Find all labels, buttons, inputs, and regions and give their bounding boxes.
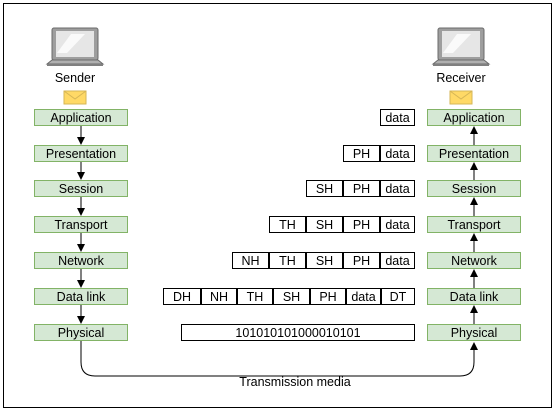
header-cell-sh: SH (306, 252, 343, 269)
header-cell-sh: SH (273, 288, 310, 305)
header-cell-data: data (380, 145, 415, 162)
receiver-layer-network: Network (427, 252, 521, 269)
sender-layer-transport: Transport (34, 216, 128, 233)
header-cell-th: TH (237, 288, 273, 305)
receiver-layer-application: Application (427, 109, 521, 126)
sender-layer-network: Network (34, 252, 128, 269)
sender-layer-session: Session (34, 180, 128, 197)
header-cell-data: data (346, 288, 381, 305)
header-cell-ph: PH (343, 145, 380, 162)
receiver-laptop-icon (431, 27, 491, 66)
sender-layer-presentation: Presentation (34, 145, 128, 162)
header-cell-ph: PH (343, 216, 380, 233)
sender-layer-application: Application (34, 109, 128, 126)
header-cell-ph: PH (343, 252, 380, 269)
receiver-layer-data-link: Data link (427, 288, 521, 305)
header-cell-data: data (380, 180, 415, 197)
header-cell-nh: NH (232, 252, 269, 269)
header-cell-data: data (380, 216, 415, 233)
transmission-media-label: Transmission media (239, 375, 351, 389)
header-cell-dh: DH (163, 288, 201, 305)
sender-laptop-icon (45, 27, 105, 66)
sender-layer-data-link: Data link (34, 288, 128, 305)
receiver-envelope-icon (449, 90, 473, 105)
receiver-label: Receiver (436, 71, 486, 85)
header-cell-ph: PH (343, 180, 380, 197)
sender-layer-physical: Physical (34, 324, 128, 341)
sender-envelope-icon (63, 90, 87, 105)
header-cell-th: TH (269, 216, 306, 233)
header-cell-data: data (380, 109, 415, 126)
receiver-layer-physical: Physical (427, 324, 521, 341)
transmission-media-line (80, 341, 478, 377)
physical-bits: 101010101000010101 (181, 324, 415, 341)
header-cell-sh: SH (306, 180, 343, 197)
header-cell-th: TH (269, 252, 306, 269)
receiver-layer-transport: Transport (427, 216, 521, 233)
receiver-layer-presentation: Presentation (427, 145, 521, 162)
header-cell-data: data (380, 252, 415, 269)
sender-label: Sender (54, 71, 96, 85)
header-cell-ph: PH (310, 288, 346, 305)
header-cell-dt: DT (381, 288, 415, 305)
header-cell-nh: NH (201, 288, 237, 305)
header-cell-sh: SH (306, 216, 343, 233)
receiver-layer-session: Session (427, 180, 521, 197)
